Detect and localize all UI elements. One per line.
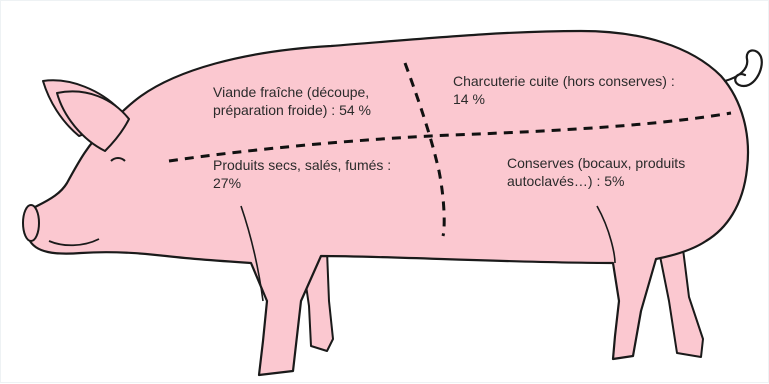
- zone-label-viande-fraiche: Viande fraîche (découpe, préparation fro…: [213, 83, 371, 119]
- zone-label-line: 27%: [213, 174, 391, 192]
- pig-snout: [23, 205, 39, 241]
- zone-label-line: Produits secs, salés, fumés :: [213, 156, 391, 174]
- zone-label-line: Viande fraîche (découpe,: [213, 83, 371, 101]
- zone-label-produits-secs: Produits secs, salés, fumés : 27%: [213, 156, 391, 192]
- zone-label-line: Conserves (bocaux, produits: [507, 154, 685, 172]
- zone-label-line: Charcuterie cuite (hors conserves) :: [453, 72, 675, 90]
- zone-label-line: 14 %: [453, 90, 675, 108]
- zone-label-line: préparation froide) : 54 %: [213, 101, 371, 119]
- zone-label-line: autoclavés…) : 5%: [507, 172, 685, 190]
- zone-label-conserves: Conserves (bocaux, produits autoclavés…)…: [507, 154, 685, 190]
- zone-label-charcuterie-cuite: Charcuterie cuite (hors conserves) : 14 …: [453, 72, 675, 108]
- pig-tail: [725, 50, 762, 86]
